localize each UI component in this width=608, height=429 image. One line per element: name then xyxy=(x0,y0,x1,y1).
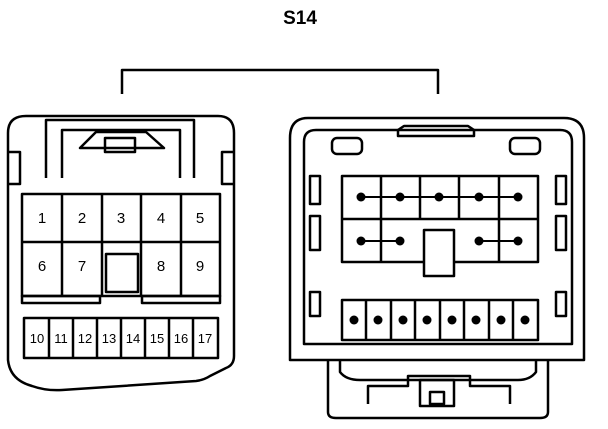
center-key xyxy=(422,228,456,278)
lock-latch xyxy=(103,136,137,154)
key-slot xyxy=(104,252,140,294)
view-bracket xyxy=(120,68,440,94)
pin-label: 17 xyxy=(198,331,212,346)
separator-bar-left xyxy=(20,294,102,305)
right-inner-frame xyxy=(302,128,574,346)
lock-arch-inner xyxy=(60,128,182,178)
left-connector xyxy=(6,114,236,392)
lock-tab xyxy=(78,130,166,150)
right-connector-body xyxy=(288,116,586,362)
pin-label: 5 xyxy=(196,210,204,227)
right-side-guide xyxy=(220,150,234,186)
pin-label: 11 xyxy=(54,331,68,346)
pin-label: 4 xyxy=(157,210,165,227)
pin-label: 7 xyxy=(78,258,86,275)
pin-label: 12 xyxy=(78,331,92,346)
right-connector xyxy=(288,116,586,420)
pin-label: 16 xyxy=(174,331,188,346)
pin-label: 6 xyxy=(38,258,46,275)
pin-label: 10 xyxy=(30,331,44,346)
pin-label: 15 xyxy=(150,331,164,346)
pin-label: 3 xyxy=(117,210,125,227)
lock-arch-outer xyxy=(44,118,196,178)
pin-label: 8 xyxy=(157,258,165,275)
pin-label: 13 xyxy=(102,331,116,346)
left-side-guide xyxy=(8,150,22,186)
connector-title: S14 xyxy=(283,8,317,29)
left-connector-body xyxy=(6,114,236,392)
top-slot-right xyxy=(508,136,542,156)
contact-dots xyxy=(349,192,530,325)
pin-label: 1 xyxy=(38,210,46,227)
top-slot-left xyxy=(330,136,364,156)
upper-pin-block xyxy=(20,192,222,298)
pin-label: 9 xyxy=(196,258,204,275)
top-notch xyxy=(396,124,476,138)
upper-pin-labels: 1 2 3 4 5 6 7 8 9 xyxy=(38,210,204,275)
pin-label: 2 xyxy=(78,210,86,227)
lower-pin-labels: 10 11 12 13 14 15 16 17 xyxy=(30,331,212,346)
pin-label: 14 xyxy=(126,331,140,346)
separator-bar-right xyxy=(140,294,222,305)
bottom-lock-housing xyxy=(326,360,550,420)
